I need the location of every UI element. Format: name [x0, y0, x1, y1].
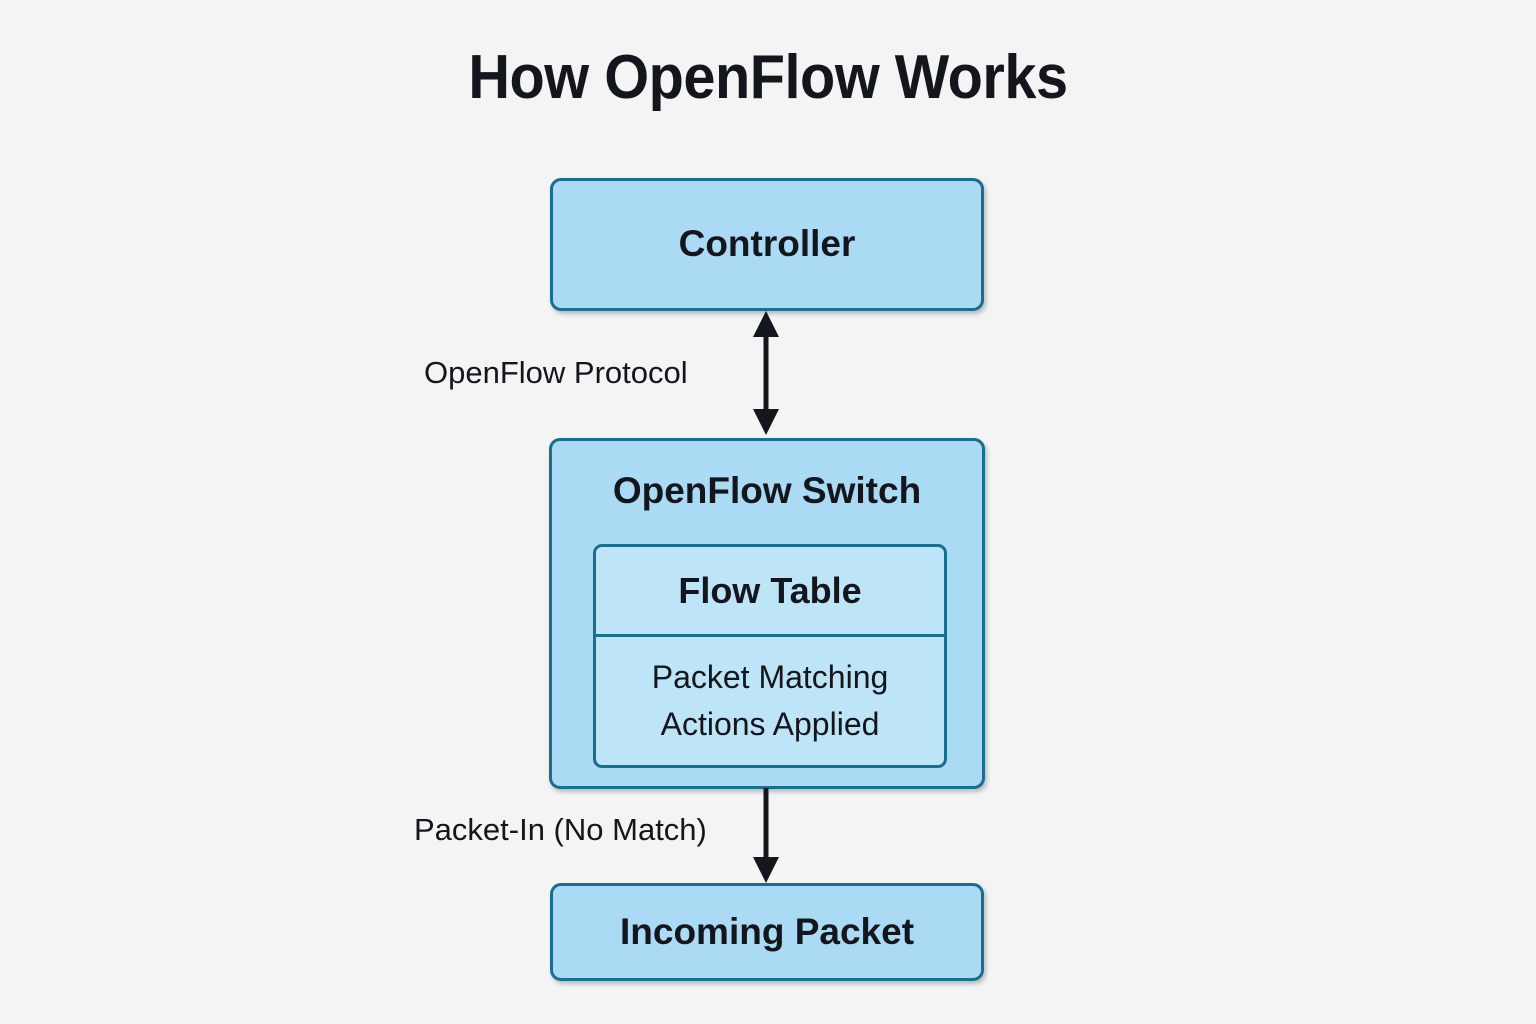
packet-matching-label: Packet Matching: [651, 658, 889, 695]
edge-label-packet-in: Packet-In (No Match): [414, 812, 707, 847]
actions-applied-label: Actions Applied: [660, 706, 880, 742]
node-openflow-switch[interactable]: OpenFlow Switch Flow Table Packet Matchi…: [549, 438, 985, 789]
arrow-packet-in: [753, 788, 779, 883]
flow-table-label: Flow Table: [678, 569, 862, 611]
page-title: How OpenFlow Works: [468, 43, 1068, 112]
node-incoming-packet-label: Incoming Packet: [619, 910, 915, 952]
node-openflow-switch-label: OpenFlow Switch: [612, 470, 922, 511]
node-incoming-packet[interactable]: Incoming Packet: [550, 883, 984, 981]
arrow-openflow-protocol: [753, 311, 779, 435]
node-controller[interactable]: Controller: [550, 178, 984, 311]
node-controller-label: Controller: [678, 223, 856, 265]
flow-table-section[interactable]: Flow Table: [596, 547, 944, 637]
switch-inner-panel: Flow Table Packet Matching Actions Appli…: [593, 544, 947, 768]
edge-label-openflow-protocol: OpenFlow Protocol: [424, 355, 688, 390]
packet-matching-section[interactable]: Packet Matching Actions Applied: [596, 637, 944, 765]
